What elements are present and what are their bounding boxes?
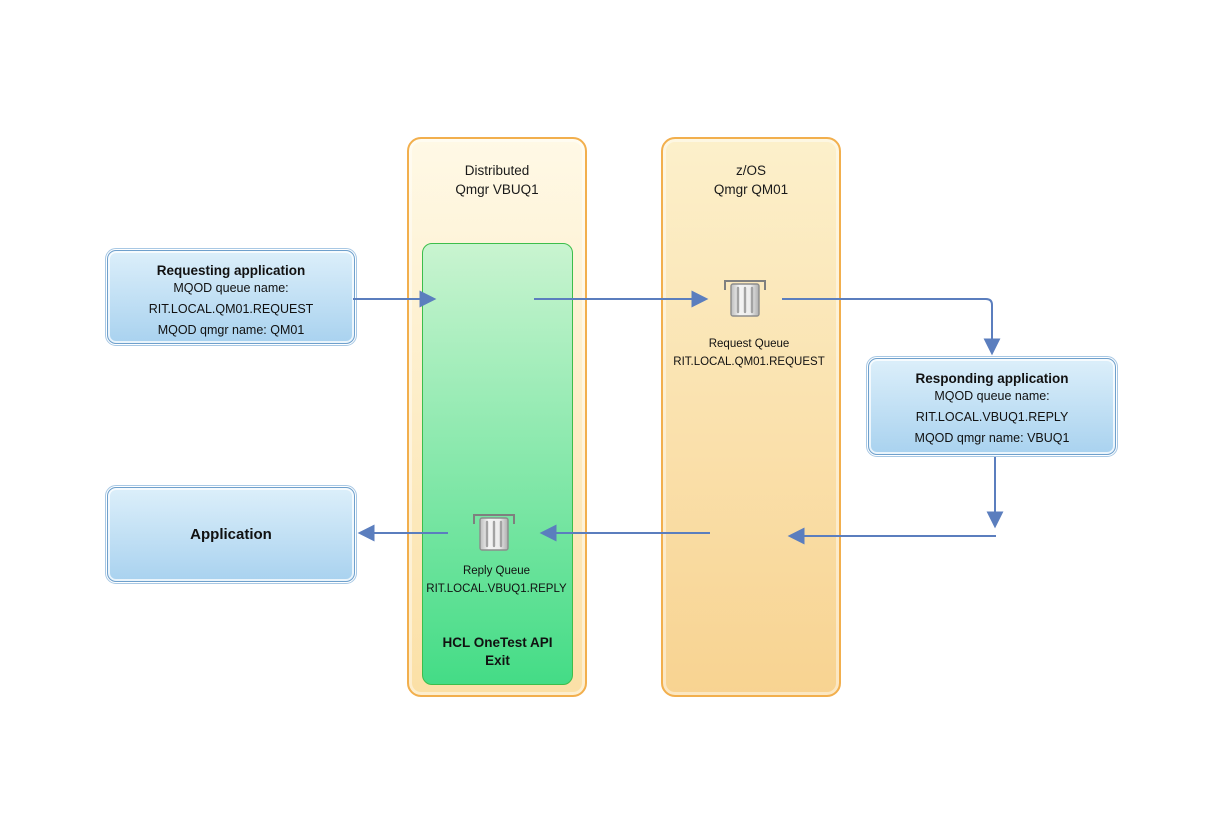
- hcl-onetest-api-exit-box: HCL OneTest API Exit: [422, 243, 573, 685]
- column-distributed-title-line2: Qmgr VBUQ1: [455, 182, 539, 197]
- requesting-application-title: Requesting application: [156, 263, 306, 278]
- request-queue-icon: [723, 279, 767, 318]
- requesting-queue-name: RIT.LOCAL.QM01.REQUEST: [148, 302, 314, 316]
- requesting-mqod-queue-label: MQOD queue name:: [173, 281, 289, 295]
- responding-application-title: Responding application: [915, 371, 1069, 386]
- column-distributed-title: Distributed Qmgr VBUQ1: [409, 161, 585, 199]
- column-zos-title-line1: z/OS: [735, 163, 766, 178]
- reply-queue-name: RIT.LOCAL.VBUQ1.REPLY: [426, 582, 567, 595]
- reply-queue-label: Reply Queue RIT.LOCAL.VBUQ1.REPLY: [414, 563, 579, 598]
- reply-queue-icon: [472, 513, 516, 552]
- column-distributed-title-line1: Distributed: [464, 163, 530, 178]
- responding-qmgr-name: MQOD qmgr name: VBUQ1: [914, 431, 1070, 445]
- responding-application-box: Responding application MQOD queue name: …: [866, 356, 1118, 457]
- responding-queue-name: RIT.LOCAL.VBUQ1.REPLY: [915, 410, 1069, 424]
- column-zos-title: z/OS Qmgr QM01: [663, 161, 839, 199]
- responding-mqod-queue-label: MQOD queue name:: [934, 389, 1050, 403]
- exit-box-label-line1: HCL OneTest API: [442, 635, 553, 650]
- exit-box-label-line2: Exit: [485, 653, 510, 668]
- request-queue-label: Request Queue RIT.LOCAL.QM01.REQUEST: [646, 336, 852, 371]
- request-queue-label-title: Request Queue: [708, 338, 790, 350]
- application-title: Application: [190, 526, 272, 543]
- column-zos-qmgr: z/OS Qmgr QM01: [661, 137, 841, 697]
- exit-box-label: HCL OneTest API Exit: [423, 634, 572, 670]
- requesting-application-box: Requesting application MQOD queue name: …: [105, 248, 357, 346]
- requesting-qmgr-name: MQOD qmgr name: QM01: [157, 323, 305, 337]
- application-box: Application: [105, 485, 357, 584]
- request-queue-name: RIT.LOCAL.QM01.REQUEST: [673, 355, 825, 368]
- column-zos-title-line2: Qmgr QM01: [713, 182, 789, 197]
- reply-queue-label-title: Reply Queue: [462, 565, 531, 577]
